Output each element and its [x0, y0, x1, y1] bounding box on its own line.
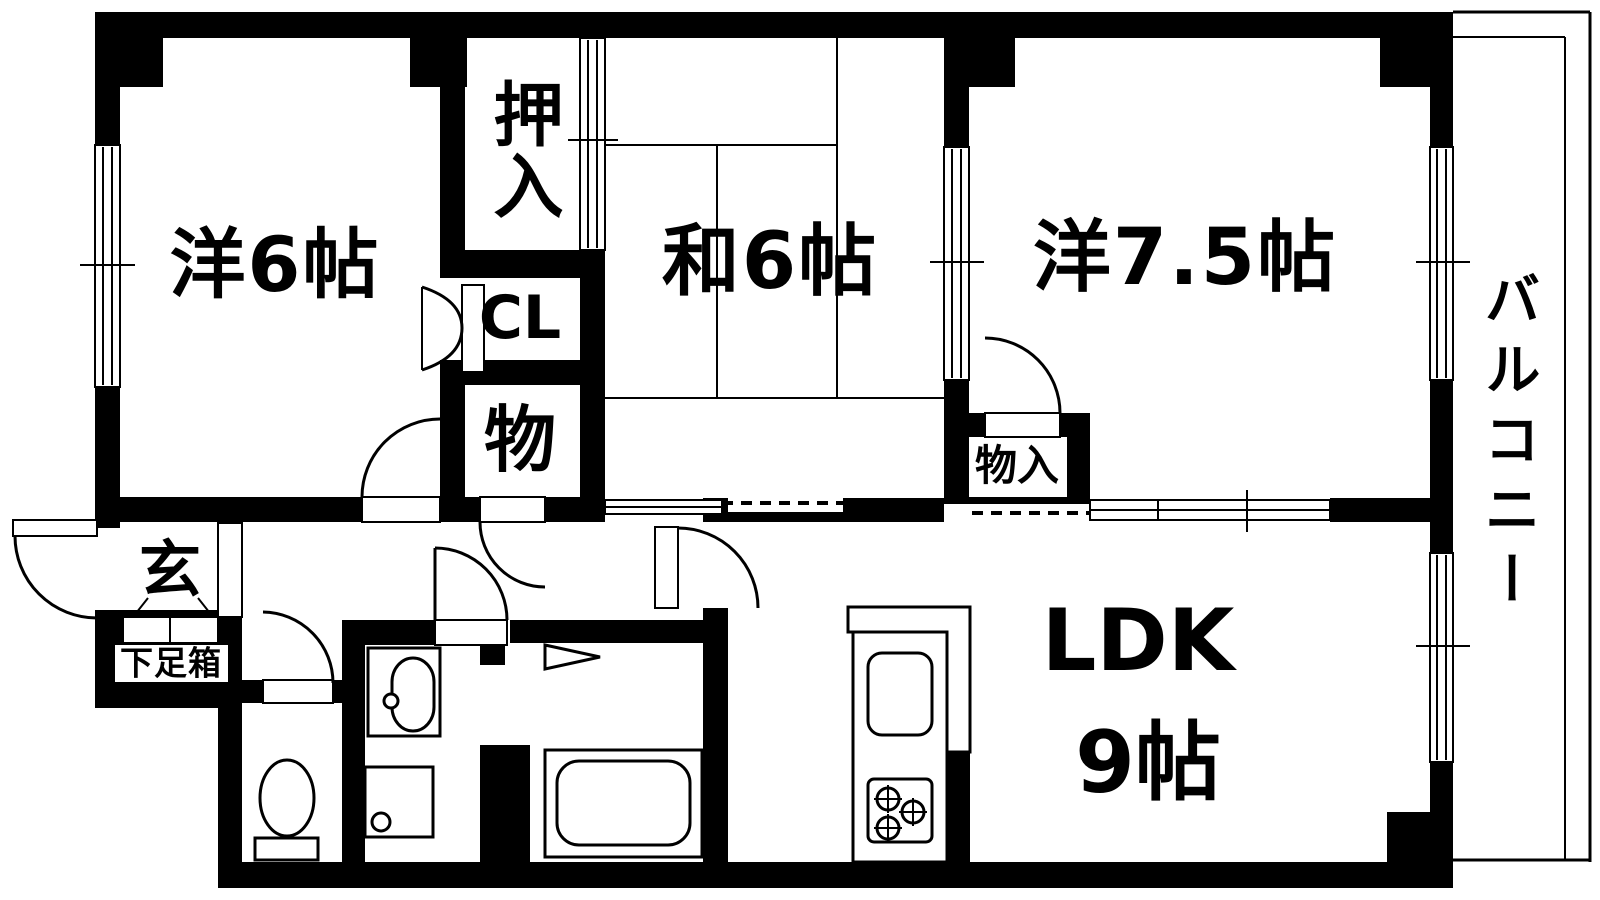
sliding-doors-ldk	[604, 490, 1331, 532]
balcony-railing	[1453, 10, 1592, 862]
storage-in-door	[984, 336, 1062, 438]
entrance-door	[12, 519, 98, 620]
washing-machine-pan	[363, 765, 435, 839]
hall-dk-door	[654, 526, 760, 609]
sliding-partition-wa-yo	[930, 146, 984, 381]
kitchen-stove	[866, 777, 934, 844]
room-label-balcony: バルコニー	[1475, 270, 1540, 620]
bathtub	[543, 748, 704, 859]
washroom-sink	[366, 646, 442, 738]
window-balcony-ldk	[1416, 552, 1470, 763]
genkan-step	[132, 522, 243, 618]
window-west-wall	[80, 144, 135, 388]
room-label-ldk: LDK	[1041, 591, 1235, 691]
shoe-box	[115, 616, 228, 682]
room-label-shoe-box: 下足箱	[120, 643, 222, 683]
fusuma-oshiire	[568, 37, 618, 251]
room-label-japanese6: 和6帖	[661, 217, 879, 307]
room-label-cl: CL	[478, 283, 562, 353]
toilet-fixture	[253, 758, 320, 862]
window-balcony-west75	[1416, 146, 1470, 381]
room-label-ldk-size: 9帖	[1075, 713, 1221, 813]
room-label-storage-in: 物入	[974, 441, 1060, 490]
toilet-door	[262, 610, 335, 704]
tatami-grid	[605, 38, 944, 399]
room-label-oshiire: 押入	[482, 78, 564, 222]
cl-bifold-door	[421, 284, 485, 373]
storage-door	[478, 496, 546, 589]
bathroom-folding-door	[505, 643, 601, 743]
room-label-western6: 洋6帖	[169, 220, 381, 309]
room-label-entrance: 玄	[138, 533, 204, 606]
room-label-western75: 洋7.5帖	[1032, 213, 1338, 303]
western6-door	[360, 417, 441, 523]
walls	[95, 12, 1453, 888]
washroom-door	[433, 546, 509, 646]
room-label-storage: 物	[483, 398, 559, 482]
